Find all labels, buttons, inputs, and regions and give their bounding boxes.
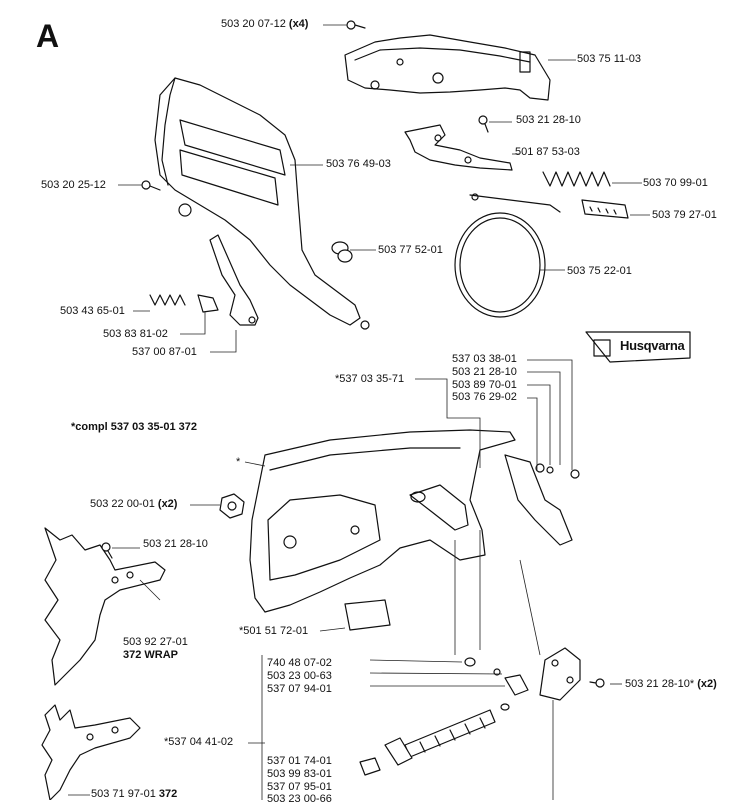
- bolt-left-part: [141, 180, 161, 191]
- label-spring-small: 503 43 65-01: [60, 305, 125, 317]
- link-arm-part: [209, 234, 259, 326]
- tensioner-screw-right-part: [589, 678, 605, 688]
- spike-a-part: [44, 527, 166, 686]
- label-group-mid: 740 48 07-02 503 23 00-63 537 07 94-01: [267, 657, 332, 695]
- bushing-part: [331, 241, 353, 263]
- screw-mid-part: [478, 115, 489, 133]
- clutch-cover-main-part: [249, 429, 516, 613]
- brake-band-part: [454, 193, 561, 318]
- tensioner-threaded-rod-part: [404, 703, 510, 758]
- label-kit-group: *537 03 35-71: [335, 373, 405, 385]
- label-brake-band: 503 75 22-01: [567, 265, 632, 277]
- label-screw-mid: 503 21 28-10: [516, 114, 581, 126]
- label-bolt-left: 503 20 25-12: [41, 179, 106, 191]
- label-clutch-cover-top: 503 75 11-03: [577, 53, 642, 65]
- spring-top-part: [542, 171, 611, 187]
- label-bolt-top: 503 20 07-12 (x4): [221, 18, 309, 30]
- label-handguard: 503 76 49-03: [326, 158, 391, 170]
- label-bushing: 503 77 52-01: [378, 244, 443, 256]
- pin-top-part: [581, 199, 629, 219]
- brand-logo: Husqvarna: [620, 338, 685, 353]
- label-screw-spike: 503 21 28-10: [143, 538, 208, 550]
- group-top-item: 503 21 28-10: [452, 365, 517, 378]
- group-bottom-item: 537 01 74-01: [267, 755, 332, 767]
- label-tensioner-group: *537 04 41-02: [164, 736, 234, 748]
- nut-part: [219, 493, 245, 519]
- label-spring-top: 503 70 99-01: [643, 177, 708, 189]
- group-mid-item: 503 23 00-63: [267, 669, 332, 682]
- small-block-part: [197, 294, 219, 313]
- tensioner-nut-part: [359, 737, 413, 776]
- side-plate-part: [504, 454, 580, 546]
- group-top-item: 537 03 38-01: [452, 353, 517, 365]
- label-block-small: 503 83 81-02: [103, 328, 168, 340]
- label-screw-right: 503 21 28-10* (x2): [625, 678, 717, 690]
- section-letter: A: [36, 18, 60, 54]
- label-spike-a: 503 92 27-01 372 WRAP: [123, 636, 188, 661]
- label-compl: *compl 537 03 35-01 372: [71, 421, 197, 433]
- brand-logo-box: [585, 331, 691, 363]
- pad-part: [344, 599, 391, 631]
- spike-b-part: [41, 704, 141, 800]
- group-mid-item: 537 07 94-01: [267, 682, 332, 695]
- label-star-marker: *: [236, 456, 241, 468]
- group-bottom-item: 503 99 83-01: [267, 767, 332, 780]
- clutch-cover-top-part: [344, 34, 551, 101]
- label-group-top: 537 03 38-01 503 21 28-10 503 89 70-01 5…: [452, 353, 517, 404]
- group-top-item: 503 89 70-01: [452, 378, 517, 391]
- group-bottom-item: 537 07 95-01: [267, 780, 332, 793]
- label-group-bottom: 537 01 74-01 503 99 83-01 537 07 95-01 5…: [267, 755, 332, 806]
- lever-arm-part: [404, 124, 513, 171]
- group-top-item: 503 76 29-02: [452, 391, 517, 404]
- group-mid-item: 740 48 07-02: [267, 657, 332, 669]
- label-pin-top: 503 79 27-01: [652, 209, 717, 221]
- tensioner-pin-part: [504, 674, 529, 696]
- label-nut: 503 22 00-01 (x2): [90, 498, 178, 510]
- label-lever-arm: 501 87 53-03: [515, 146, 580, 158]
- bolt-top-part: [346, 20, 366, 30]
- label-pad: *501 51 72-01: [239, 625, 309, 637]
- small-spring-part: [149, 294, 186, 306]
- handguard-part: [154, 77, 370, 330]
- washer-part: [464, 657, 501, 676]
- label-spike-b: 503 71 97-01 372: [91, 788, 178, 800]
- tensioner-bracket-part: [539, 647, 581, 701]
- label-link-arm: 537 00 87-01: [132, 346, 197, 358]
- spike-screw-part: [101, 542, 113, 559]
